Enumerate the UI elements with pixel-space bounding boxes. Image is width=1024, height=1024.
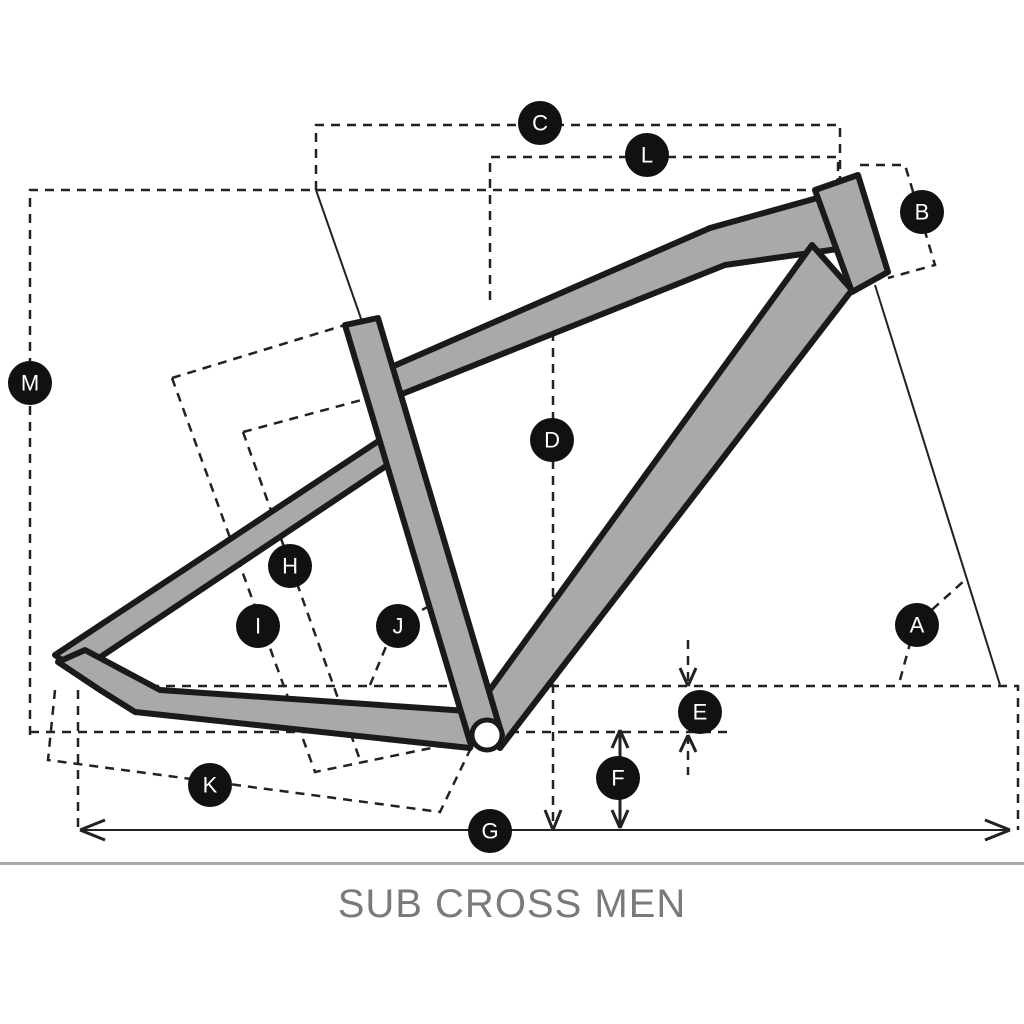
label-a: A (895, 603, 939, 647)
label-i: I (236, 604, 280, 648)
dimension-lines (28, 123, 1020, 842)
svg-text:H: H (282, 554, 298, 579)
label-k: K (188, 763, 232, 807)
label-l: L (625, 133, 669, 177)
svg-text:A: A (910, 613, 925, 638)
svg-text:K: K (203, 773, 218, 798)
svg-text:C: C (532, 111, 548, 136)
bike-frame (52, 172, 891, 753)
label-d: D (530, 418, 574, 462)
labels: A B C D E F G H I J K L M (8, 101, 944, 853)
svg-text:E: E (693, 700, 708, 725)
svg-text:D: D (544, 428, 560, 453)
svg-text:I: I (255, 614, 261, 639)
label-j: J (376, 604, 420, 648)
model-title: SUB CROSS MEN (337, 882, 687, 926)
svg-text:B: B (915, 200, 930, 225)
down-tube (465, 242, 855, 751)
chain-stay (55, 647, 485, 751)
seat-stay (52, 437, 395, 675)
head-tube (812, 172, 891, 295)
svg-text:F: F (611, 766, 624, 791)
svg-text:J: J (393, 614, 404, 639)
bottom-bracket (469, 717, 505, 753)
svg-text:M: M (21, 371, 39, 396)
label-e: E (678, 690, 722, 734)
label-h: H (268, 544, 312, 588)
label-c: C (518, 101, 562, 145)
label-m: M (8, 361, 52, 405)
label-g: G (468, 809, 512, 853)
label-b: B (900, 190, 944, 234)
svg-text:L: L (641, 143, 653, 168)
label-f: F (596, 756, 640, 800)
svg-text:G: G (481, 819, 498, 844)
divider-line (0, 862, 1024, 865)
